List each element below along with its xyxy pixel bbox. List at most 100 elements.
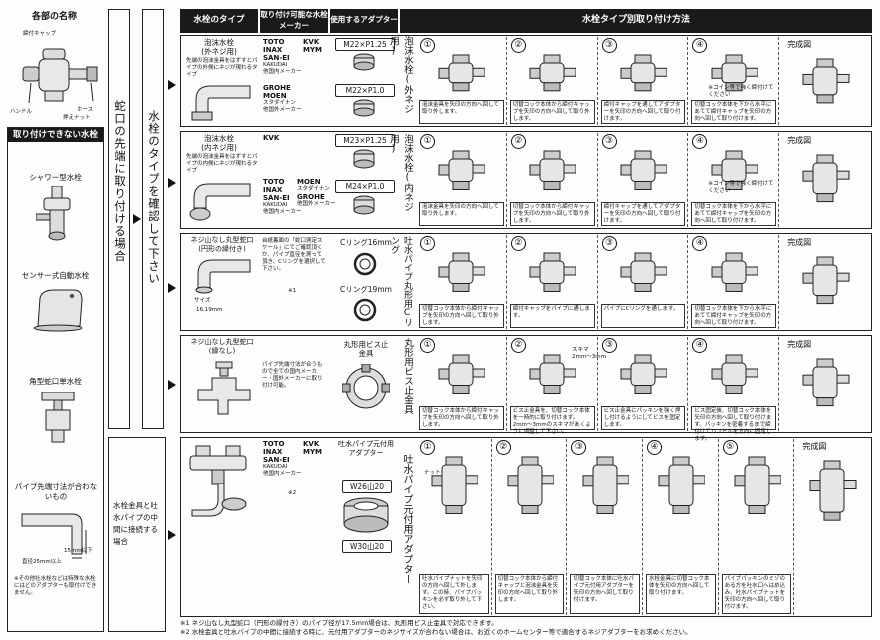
row2-adapter-icon-2 [353,195,375,215]
row2-category: 泡沫水栓(内ネジ用) [388,134,413,212]
row1-step3-drawing [620,54,667,92]
maker-mym-5: MYM [303,448,323,456]
row1-step-note: ※コイン等で強く締付けてください [708,85,774,98]
row4-clamp-icon [342,364,390,409]
maker-stadainan-2: スタダイナン [297,186,330,192]
step-divider [505,337,508,431]
row2-step3-drawing [620,150,667,190]
square-faucet-drawing [41,392,75,443]
row4-adapter: 丸形用ビス止金具 [343,340,389,358]
maker-domestic-2: 他国内メーカー [263,209,302,215]
row-2 [180,131,872,229]
row4-step2-drawing [529,354,577,394]
step-number: ② [510,38,526,53]
row3-step1-drawing [438,252,486,292]
arrow-col1 [133,214,141,224]
header-method: 水栓タイプ別取り付け方法 [400,9,872,33]
row4-step3-drawing [620,354,667,394]
maker-kvk-2: KVK [263,134,280,142]
maker-kvk: KVK [303,38,320,46]
row-5 [180,437,872,617]
step-divider [778,235,780,329]
row1-category: 泡沫水栓(外ネジ用) [388,36,413,114]
row1-adapter-1: M22×P1.25 [335,38,395,51]
step-number: ⑤ [722,440,738,455]
step-number: ③ [601,338,617,353]
row2-adapter-icon-1 [353,149,375,169]
check-type-panel: 水栓のタイプを確認して下さい [142,9,164,429]
header-adapter: 使用するアダプター [330,9,398,33]
row1-adapter-2: M22×P1.0 [335,84,395,97]
row2-step1-drawing [438,150,486,190]
row3-adapter-2: Cリング19mm [340,285,392,294]
pipe-dim-b: 15mm以下 [64,548,93,554]
row2-adapter-2: M24×P1.0 [335,180,395,193]
arrow-row4 [168,380,176,390]
step-divider [778,133,780,227]
row5-nut-label: ナット [424,470,441,476]
row3-cring-icon-1 [353,252,377,276]
row5-step5-caption: パイプパッキンのミゾのある方を吐水口へはめ込み、吐水パイプナットを矢印の方向へ回… [721,574,792,614]
step-divider [505,235,508,329]
step-divider [793,439,795,615]
step-number: ② [495,440,511,455]
step-divider [505,37,508,125]
arrow-row2 [168,178,176,188]
row1-faucet-drawing [191,85,251,121]
step-divider [687,337,689,431]
diverter-drawing [22,48,98,104]
row5-adapter-1: W26山20 [342,480,392,493]
row1-step3-caption: 締付キャップを通してアダプターを矢印の方向へ回して取り付けます。 [600,100,686,124]
step-number: ② [510,338,526,353]
step-number: ④ [692,338,708,353]
row1-step2-caption: 切替コック本体から締付キャップを矢印の方向へ回して取り外します。 [509,100,595,124]
mount-tip-panel: 蛇口の先端に取り付ける場合 [108,9,130,429]
step-divider [642,439,644,615]
row1-makers-b: KVK MYM [303,38,322,54]
step-divider [596,133,599,227]
step-number: ④ [692,134,708,149]
row4-step3-caption: ビス止金具にパッキンを強く押し付けるようにしてビスを固定します。 [600,406,686,430]
parts-panel: 各部の名称 締付キャップ ハンドル ホース 押えナット [7,9,102,123]
row-1 [180,35,872,127]
step-divider [778,37,780,125]
maker-kakudai-2: KAKUDAI [263,202,288,208]
row-3 [180,233,872,331]
step-divider [596,337,599,431]
row3-category: 吐水パイプ丸形用Cリング [389,236,412,327]
maker-grohe-2: GROHE [297,193,325,201]
row2-adapter-1: M23×P1.25 [335,134,395,147]
row5-makers-a: TOTO INAX SAN-EI KAKUDAI 他国内メーカー [263,440,303,478]
row4-step4-drawing [711,354,758,394]
mount-tip-text: 蛇口の先端に取り付ける場合 [113,100,127,263]
row3-size-label: サイズ [194,298,211,304]
maker-inax: INAX [263,46,283,54]
row3-final-label: 完成図 [787,238,812,247]
row4-step2-caption: ビス止金具を、切替コック本体を一時的に取り付けます。2mm〜3mmのスキマがあく… [509,406,595,435]
sensor-faucet-drawing [33,289,83,332]
pipe-size-drawing [21,513,87,559]
row5-step4-drawing [658,456,705,514]
step-number: ④ [692,236,708,251]
ng-item-pipe: パイプ先端寸法が合わないもの [14,482,98,501]
row4-gap-label: スキマ 2mm〜3mm [572,347,606,360]
label-cap: 締付キャップ [23,31,57,37]
maker-overseas: 他国外メーカー [263,107,302,113]
row3-step4-caption: 切替コック本体を下から水平にあてて締付キャップを矢印の方向へ回して取り付けます。 [691,304,777,328]
step-number: ① [420,134,435,149]
row1-step1-caption: 泡沫金具を矢印の方向へ回して取り外します。 [419,100,504,124]
maker-sanei: SAN-EI [263,54,290,62]
row5-step4-caption: 水栓金具に切替コック本体を矢印の方向へ回して取り付けます。 [646,574,716,614]
row2-makers-c: MOEN スタダイナン GROHE 他国外メーカー [297,178,336,208]
step-number: ① [420,236,435,251]
maker-toto-5: TOTO [263,440,285,448]
header-maker: 取り付け可能な水栓メーカー [260,9,328,33]
step-divider [687,235,689,329]
row1-step1-drawing [438,54,486,92]
row5-step3-drawing [582,456,630,514]
row1-step4-caption: 切替コック本体を下から水平にあてて締付キャップを矢印の方向へ回して取り付けます。 [691,100,777,124]
row2-step4-drawing [711,150,758,190]
row4-faucet-drawing [197,361,251,415]
maker-kakudai-5: KAKUDAI [263,464,288,470]
